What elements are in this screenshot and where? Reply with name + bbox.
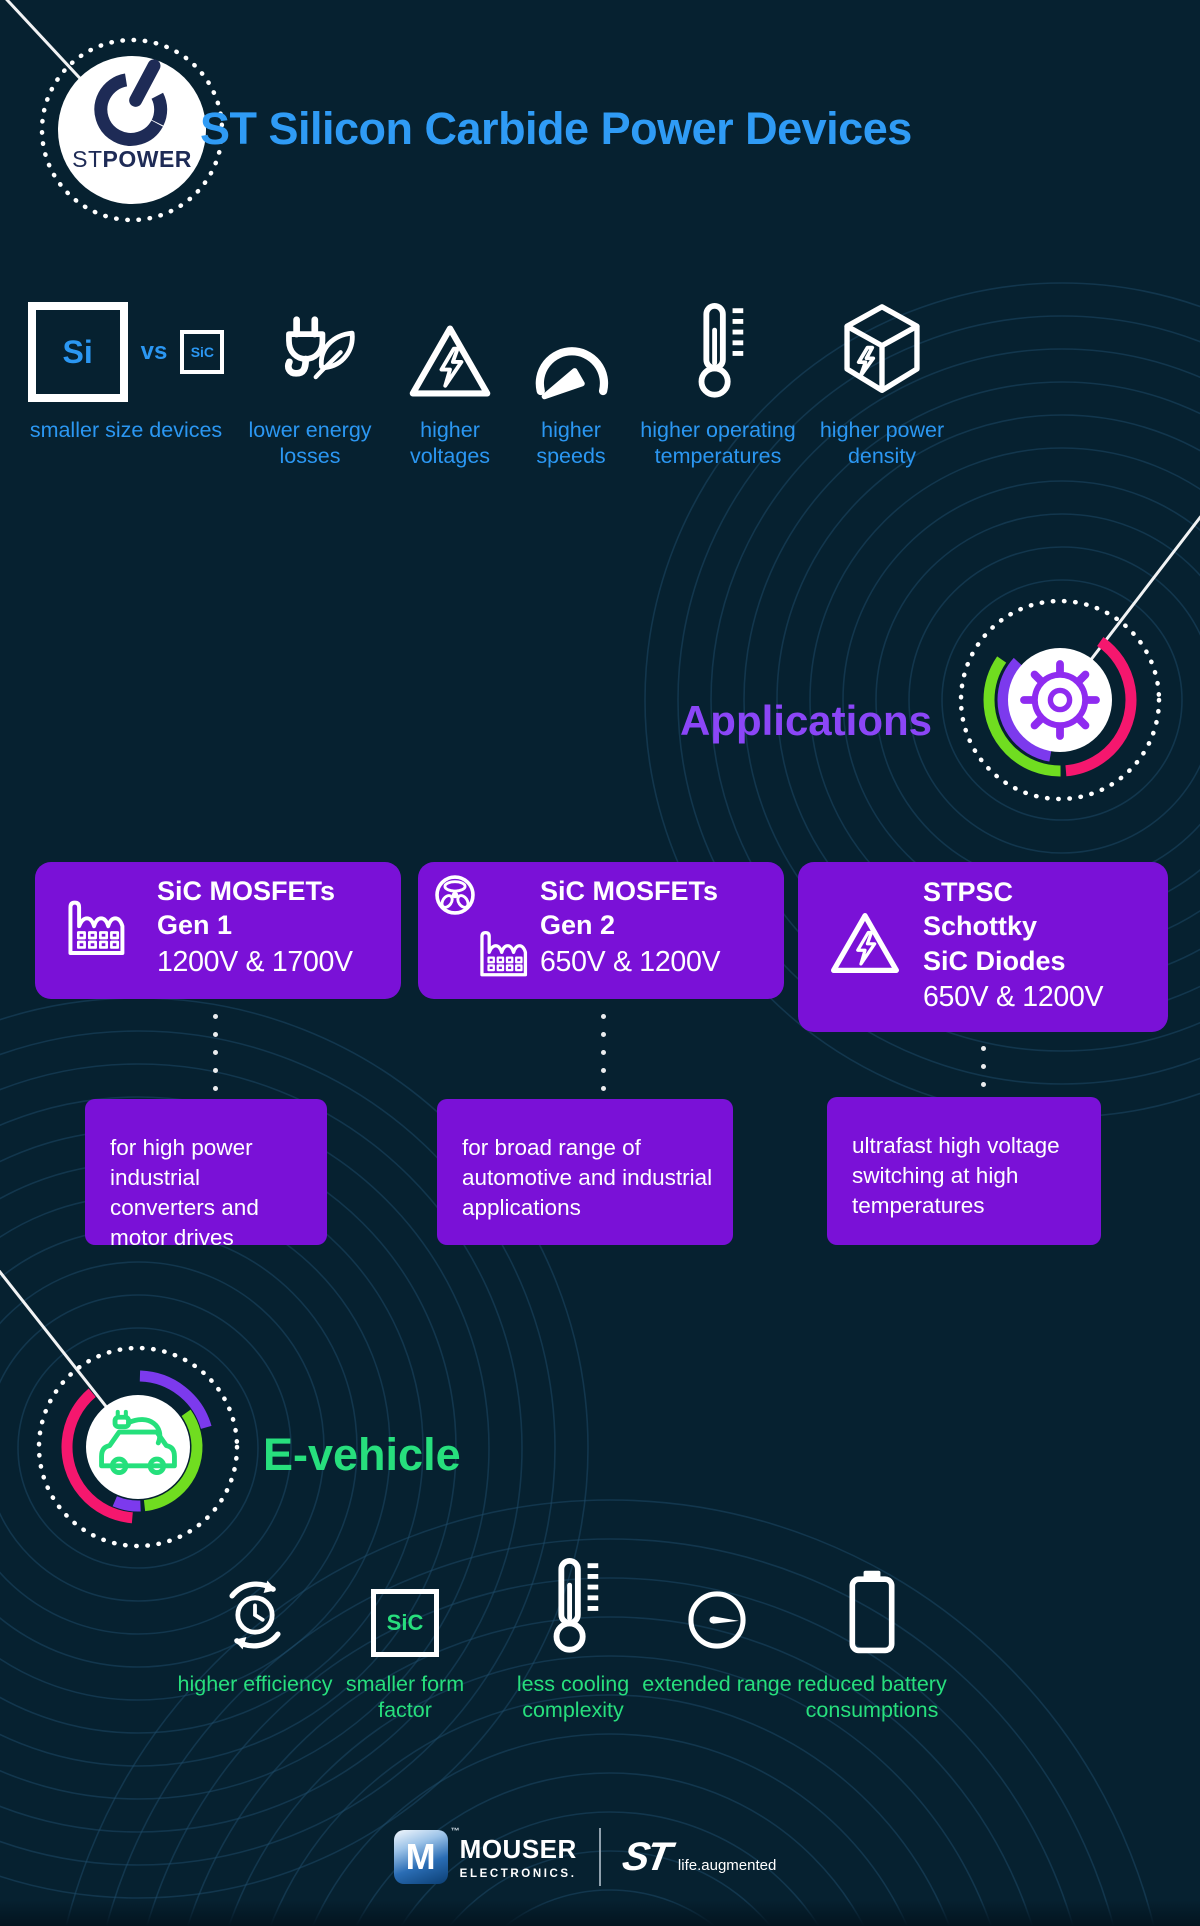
benefit-label: higher speeds — [536, 418, 606, 469]
mouser-name: MOUSER — [459, 1834, 577, 1864]
benefit-energy-losses: lower energy losses — [226, 240, 394, 469]
bottom-edge-shade — [0, 1900, 1200, 1926]
benefit-higher-speeds: higher speeds — [508, 240, 634, 469]
ev-benefit-range: extended range — [642, 1545, 792, 1697]
description-gen2: for broad range of automotive and indust… — [437, 1099, 733, 1245]
ev-benefit-label: less cooling complexity — [516, 1672, 630, 1723]
efficiency-clock-icon — [213, 1573, 297, 1657]
mouser-m-label: M — [405, 1836, 436, 1877]
stpower-logo: STPOWER — [32, 30, 232, 230]
trademark-symbol: ™ — [450, 1826, 460, 1836]
si-label: Si — [62, 333, 93, 370]
card-title: SiC MOSFETs Gen 1 — [157, 876, 336, 941]
stpower-logo-text: STPOWER — [32, 146, 232, 173]
card-voltage: 1200V & 1700V — [157, 945, 353, 978]
vs-label: vs — [140, 338, 168, 365]
card-sic-mosfets-gen2: SiC MOSFETs Gen 2 650V & 1200V — [418, 862, 784, 999]
benefit-power-density: higher power density — [798, 240, 966, 469]
logo-st-label: ST — [72, 146, 103, 172]
benefit-label: higher voltages — [409, 418, 491, 469]
footer-divider — [598, 1828, 601, 1886]
benefit-higher-voltages: higher voltages — [390, 240, 510, 469]
connector-card3 — [981, 1046, 986, 1087]
benefit-operating-temperatures: higher operating temperatures — [624, 240, 812, 469]
logo-power-label: POWER — [102, 146, 192, 172]
mouser-electronics-label: ELECTRONICS. — [459, 1868, 577, 1880]
ev-benefit-label: smaller form factor — [345, 1672, 465, 1723]
benefit-label: higher power density — [819, 418, 945, 469]
sic-label: SiC — [190, 344, 215, 360]
ev-benefit-label: reduced battery consumptions — [797, 1672, 947, 1723]
battery-icon — [842, 1567, 902, 1657]
card-title: SiC MOSFETs Gen 2 — [540, 876, 719, 941]
benefit-label: higher operating temperatures — [640, 418, 796, 469]
benefit-label: smaller size devices — [29, 418, 223, 442]
high-voltage-icon — [400, 320, 500, 402]
ev-benefit-form-factor: SiC smaller form factor — [327, 1545, 483, 1723]
description-diodes: ultrafast high voltage switching at high… — [827, 1097, 1101, 1245]
high-voltage-icon — [828, 908, 902, 978]
sic-chip-icon: SiC — [371, 1589, 439, 1657]
card-voltage: 650V & 1200V — [923, 980, 1104, 1013]
ev-benefit-label: extended range — [642, 1672, 792, 1696]
applications-badge — [958, 598, 1162, 802]
ev-benefit-label: higher efficiency — [177, 1672, 333, 1696]
ev-benefit-efficiency: higher efficiency — [175, 1545, 335, 1697]
connector-card2 — [601, 1014, 606, 1091]
benefit-smaller-size: Si vs SiC smaller size devices — [27, 240, 225, 443]
ev-benefit-battery: reduced battery consumptions — [775, 1545, 969, 1723]
factory-icon — [68, 900, 125, 955]
power-cube-icon — [837, 301, 927, 402]
steering-wheel-icon — [435, 875, 475, 915]
range-gauge-icon — [680, 1583, 754, 1657]
mouser-logo: M ™ — [393, 1826, 460, 1884]
card-stpsc-schottky-diodes: STPSC Schottky SiC Diodes 650V & 1200V — [798, 862, 1168, 1032]
card-sic-mosfets-gen1: SiC MOSFETs Gen 1 1200V & 1700V — [35, 862, 401, 999]
st-tagline: life.augmented — [677, 1856, 777, 1874]
page-title: ST Silicon Carbide Power Devices — [200, 103, 912, 154]
sic-box: SiC — [180, 330, 225, 374]
st-logo: ST — [619, 1834, 672, 1879]
si-vs-sic-icon: Si vs SiC — [27, 240, 225, 402]
chip-label: SiC — [386, 1610, 424, 1635]
electric-car-icon — [99, 1409, 177, 1476]
card-voltage: 650V & 1200V — [540, 945, 721, 978]
plug-leaf-icon — [260, 314, 360, 402]
si-box: Si — [27, 302, 128, 402]
speedometer-icon — [523, 336, 619, 402]
evehicle-badge — [36, 1345, 240, 1549]
evehicle-title: E-vehicle — [263, 1429, 461, 1480]
thermometer-icon — [683, 301, 753, 402]
ev-benefit-cooling: less cooling complexity — [497, 1545, 649, 1723]
benefit-label: lower energy losses — [248, 418, 372, 469]
thermometer-icon — [538, 1556, 608, 1657]
card-title: STPSC Schottky SiC Diodes — [923, 877, 1066, 976]
factory-icon — [480, 930, 528, 977]
description-gen1: for high power industrial converters and… — [85, 1099, 327, 1250]
applications-title: Applications — [679, 697, 932, 744]
stpower-logo-art — [39, 37, 225, 223]
connector-card1 — [213, 1014, 218, 1091]
footer: M ™ MOUSER ELECTRONICS. ST life.augmente… — [0, 1826, 1170, 1886]
mouser-wordmark: MOUSER ELECTRONICS. — [460, 1834, 577, 1880]
gear-icon — [1020, 660, 1100, 740]
